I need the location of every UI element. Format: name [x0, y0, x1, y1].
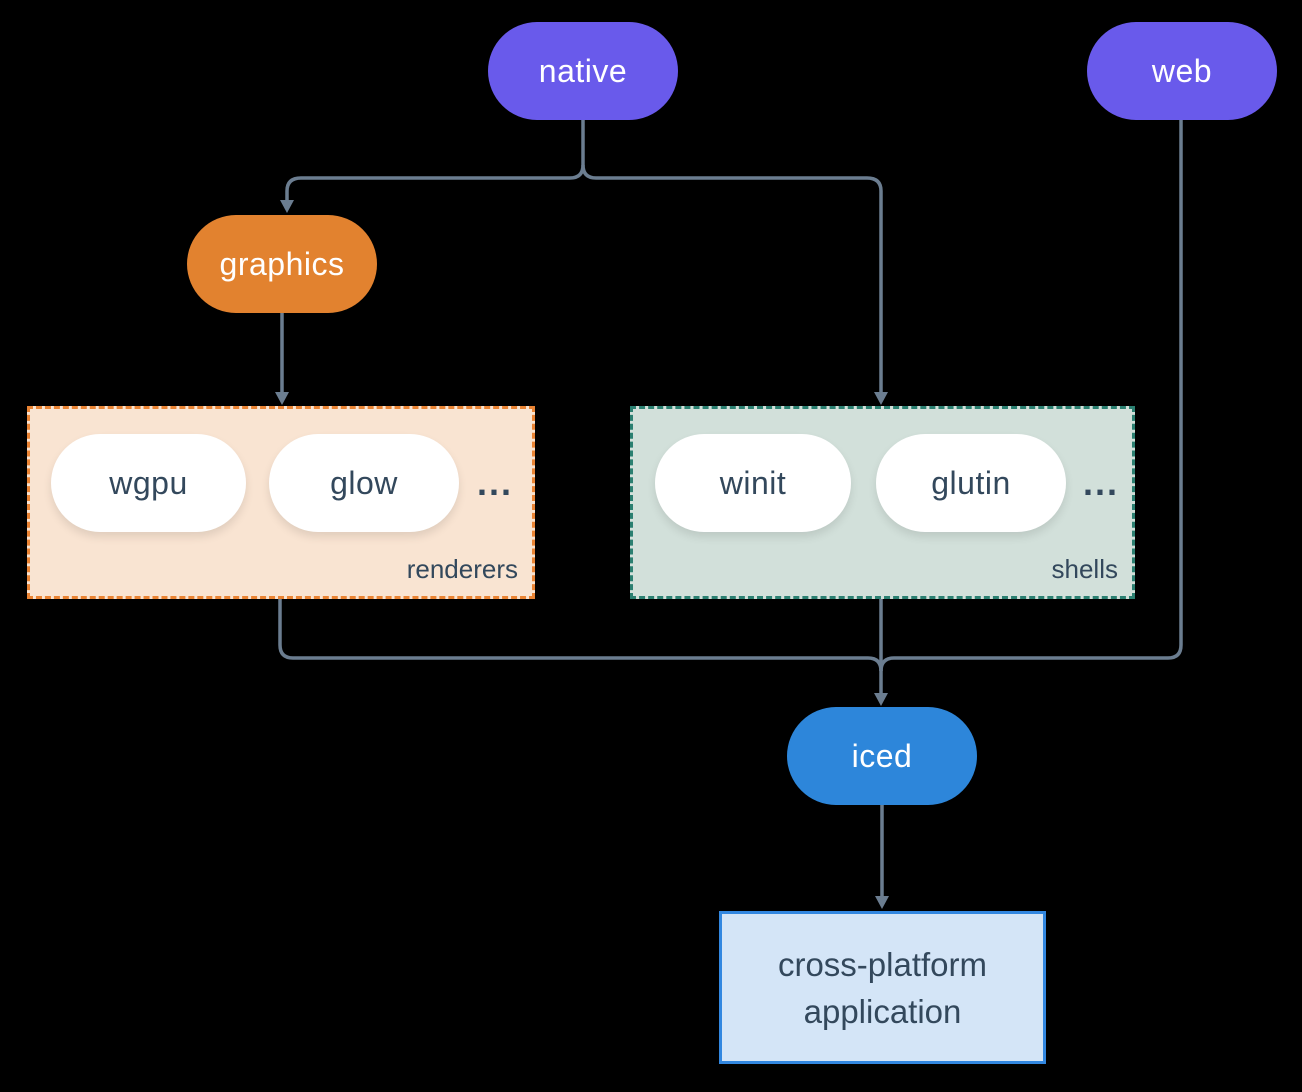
node-glow: glow: [269, 434, 459, 532]
node-native-label: native: [538, 52, 628, 89]
node-native: native: [488, 22, 678, 120]
node-web: web: [1087, 22, 1277, 120]
node-web-label: web: [1151, 52, 1213, 89]
node-wgpu: wgpu: [51, 434, 246, 532]
arrowhead-into-shells: [874, 392, 888, 405]
node-iced: iced: [787, 707, 977, 805]
edge-native-to-shells: [581, 164, 883, 394]
node-cross-platform-application: cross-platform application: [719, 911, 1046, 1064]
node-wgpu-label: wgpu: [109, 464, 188, 501]
node-glow-label: glow: [330, 464, 398, 501]
arrowhead-into-iced: [874, 693, 888, 706]
node-iced-label: iced: [851, 737, 913, 774]
shells-group-label: shells: [1051, 554, 1118, 584]
application-label-line2: application: [803, 992, 962, 1030]
node-winit: winit: [655, 434, 851, 532]
shells-ellipsis: ...: [1082, 462, 1119, 503]
arrowhead-into-graphics: [280, 200, 294, 213]
node-glutin: glutin: [876, 434, 1066, 532]
arrowheads: [275, 200, 889, 909]
edge-renderers-to-iced: [278, 599, 883, 672]
renderers-ellipsis: ...: [476, 462, 513, 503]
application-label-line1: cross-platform: [777, 945, 988, 983]
edge-lines: [278, 120, 1183, 897]
renderers-group-label: renderers: [406, 554, 518, 584]
arrowhead-into-renderers: [275, 392, 289, 405]
node-graphics-label: graphics: [219, 245, 345, 282]
node-glutin-label: glutin: [931, 464, 1011, 501]
edge-native-to-graphics: [285, 120, 585, 201]
node-winit-label: winit: [719, 464, 787, 501]
group-renderers: wgpu glow ... renderers: [27, 406, 535, 599]
arrowhead-into-application: [875, 896, 889, 909]
node-graphics: graphics: [187, 215, 377, 313]
group-shells: winit glutin ... shells: [630, 406, 1135, 599]
